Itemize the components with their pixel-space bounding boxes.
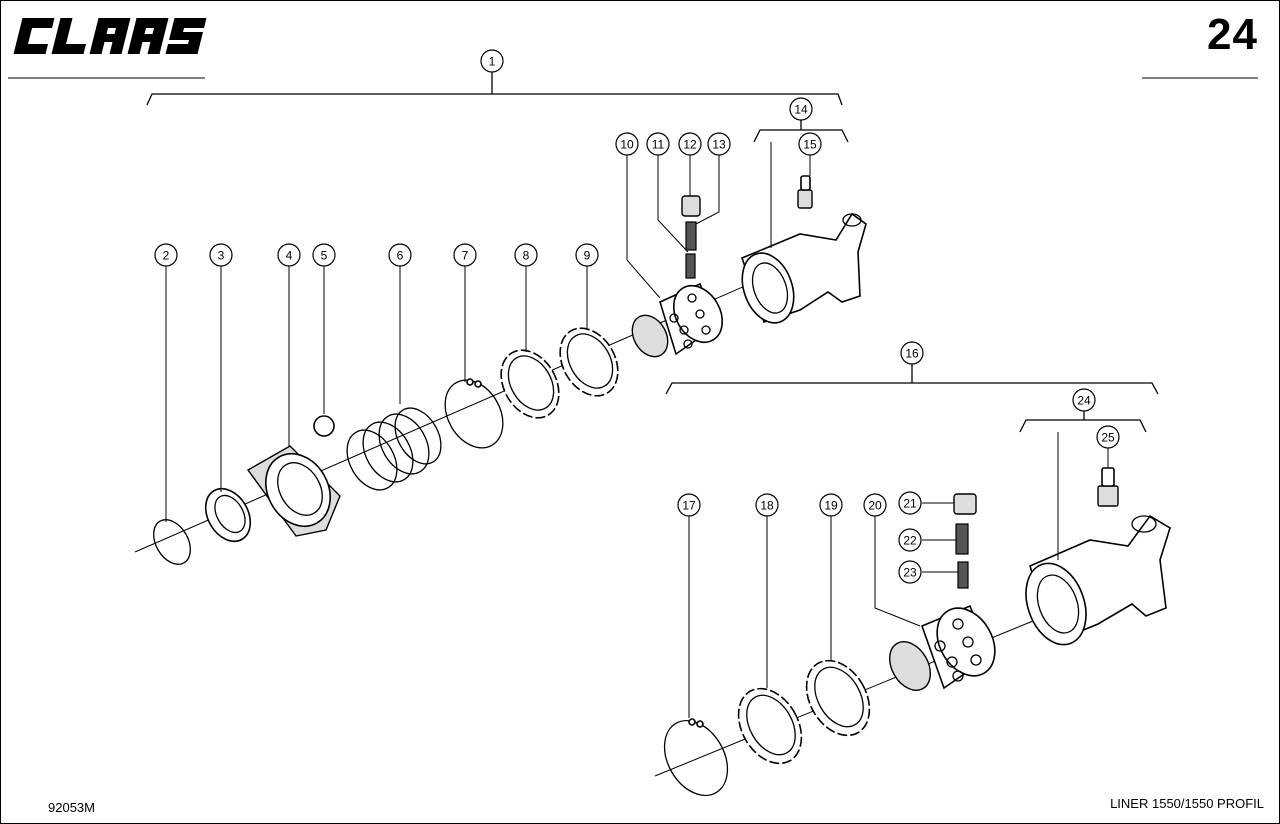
callout-12: 12: [678, 132, 702, 156]
part-clutch-hub-lower: [889, 604, 996, 691]
callout-label: 2: [163, 249, 170, 263]
callout-14: 14: [789, 97, 813, 121]
callout-label: 13: [712, 138, 726, 152]
callout-label: 11: [652, 138, 665, 152]
callout-8: 8: [514, 243, 538, 267]
callout-label: 14: [794, 103, 808, 117]
part-star-ring-lower-a: [737, 687, 803, 765]
callout-label: 17: [682, 499, 696, 513]
callout-label: 25: [1101, 431, 1115, 445]
callout-18: 18: [755, 493, 779, 517]
callout-11: 11: [646, 132, 670, 156]
callout-label: 20: [868, 499, 882, 513]
part-circlip-lower: [663, 718, 729, 797]
callout-label: 6: [397, 249, 404, 263]
callout-label: 23: [903, 566, 917, 580]
callout-5: 5: [312, 243, 336, 267]
part-spring: [346, 407, 442, 491]
callout-10: 10: [615, 132, 639, 156]
callout-24: 24: [1072, 388, 1096, 412]
part-flange: [246, 445, 341, 537]
part-ball: [313, 415, 335, 437]
callout-19: 19: [819, 493, 843, 517]
callout-label: 1: [489, 55, 496, 69]
upper-assembly: [134, 72, 867, 565]
reference-code: 92053M: [48, 800, 95, 815]
part-washer: [204, 487, 252, 543]
callout-label: 8: [523, 249, 530, 263]
callout-label: 18: [760, 499, 774, 513]
callout-label: 9: [584, 249, 591, 263]
callout-9: 9: [575, 243, 599, 267]
callout-1: 1: [480, 49, 504, 73]
callout-3: 3: [209, 243, 233, 267]
callout-label: 16: [905, 347, 919, 361]
part-pin-cap-spring-lower: [953, 493, 977, 589]
model-name: LINER 1550/1550 PROFIL: [1110, 796, 1264, 811]
part-snap-ring: [153, 519, 191, 565]
part-yoke-lower: [1025, 514, 1171, 646]
callout-label: 12: [683, 138, 697, 152]
callout-label: 19: [824, 499, 838, 513]
part-grease-nipple: [797, 175, 813, 209]
callout-2: 2: [154, 243, 178, 267]
part-grease-nipple-lower: [1097, 467, 1119, 507]
callout-16: 16: [900, 341, 924, 365]
callout-21: 21: [898, 491, 922, 515]
claas-logo: [13, 18, 207, 54]
part-yoke: [740, 212, 867, 324]
callout-label: 3: [218, 249, 225, 263]
callout-20: 20: [863, 493, 887, 517]
part-star-ring-b: [559, 327, 619, 397]
callout-label: 10: [620, 138, 634, 152]
callout-13: 13: [707, 132, 731, 156]
part-clutch-hub: [631, 282, 724, 358]
callout-label: 21: [903, 497, 917, 511]
callout-label: 24: [1077, 394, 1091, 408]
page-number: 24: [1207, 10, 1258, 59]
part-pin-cap-spring: [681, 195, 701, 279]
callout-15: 15: [798, 132, 822, 156]
part-star-ring-lower-b: [805, 659, 871, 737]
callout-22: 22: [898, 528, 922, 552]
lower-assembly: [654, 364, 1171, 797]
callout-4: 4: [277, 243, 301, 267]
part-star-ring-a: [500, 349, 560, 419]
callout-25: 25: [1096, 425, 1120, 449]
callout-6: 6: [388, 243, 412, 267]
callout-label: 22: [903, 534, 917, 548]
callout-17: 17: [677, 493, 701, 517]
callout-label: 7: [462, 249, 469, 263]
callout-7: 7: [453, 243, 477, 267]
callout-23: 23: [898, 560, 922, 584]
callout-label: 15: [803, 138, 817, 152]
part-circlip: [444, 378, 504, 449]
callout-label: 4: [286, 249, 293, 263]
callout-label: 5: [321, 249, 328, 263]
